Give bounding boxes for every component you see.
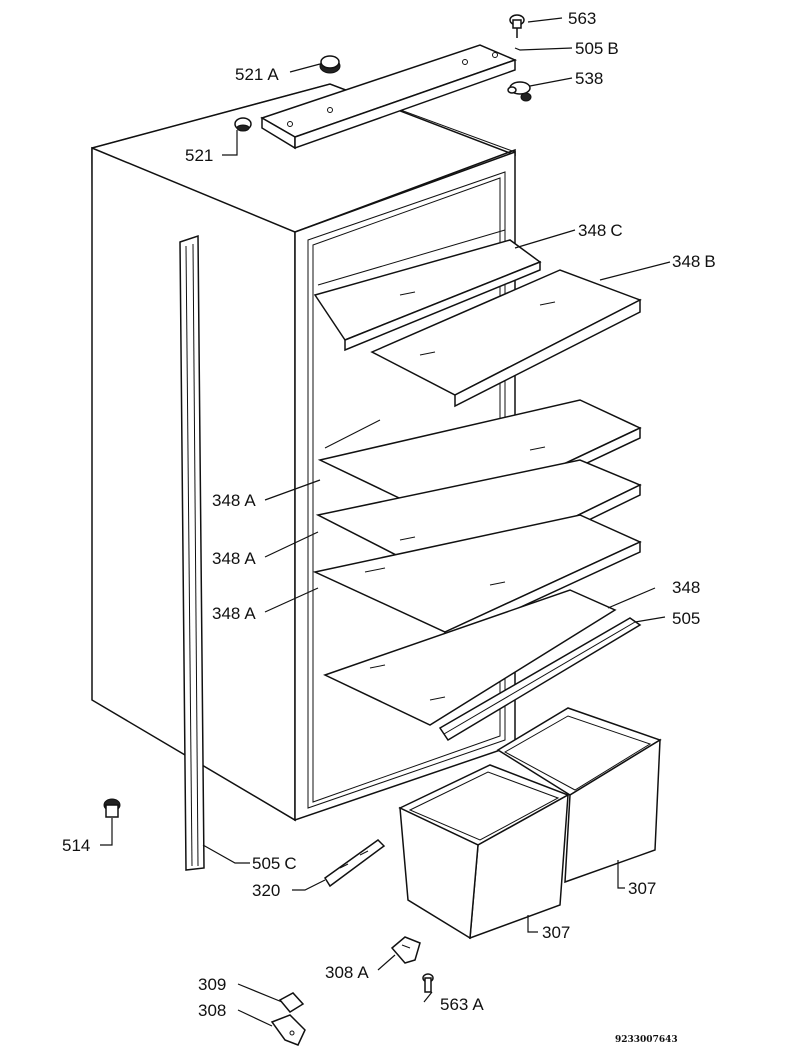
label-563: 563 bbox=[568, 9, 596, 28]
label-521: 521 bbox=[185, 146, 213, 165]
label-307-left: 307 bbox=[542, 923, 570, 942]
cap-521 bbox=[234, 117, 252, 132]
cap-521a bbox=[319, 55, 341, 74]
label-538: 538 bbox=[575, 69, 603, 88]
shelf-348b bbox=[370, 269, 642, 408]
top-hinge-plate bbox=[260, 44, 518, 150]
cover-309 bbox=[278, 992, 305, 1013]
hinge-pin-538 bbox=[507, 81, 532, 102]
label-308: 308 bbox=[198, 1001, 226, 1020]
crisper-drawer-left bbox=[398, 764, 570, 940]
glass-plate-348 bbox=[323, 589, 617, 726]
bracket-320 bbox=[323, 839, 386, 888]
label-348: 348 bbox=[672, 578, 700, 597]
crisper-drawer-right bbox=[496, 707, 662, 884]
trim-strip-505 bbox=[438, 617, 642, 742]
label-514: 514 bbox=[62, 836, 90, 855]
label-307-right: 307 bbox=[628, 879, 656, 898]
screw-563 bbox=[509, 14, 525, 38]
label-309: 309 bbox=[198, 975, 226, 994]
hinge-308a bbox=[390, 936, 421, 964]
drawing-code: 9233007643 bbox=[615, 1035, 678, 1045]
label-320: 320 bbox=[252, 881, 280, 900]
hinge-308 bbox=[270, 1014, 306, 1046]
door-seal-strip bbox=[179, 234, 205, 871]
label-505: 505 bbox=[672, 609, 700, 628]
leader-lines bbox=[100, 17, 671, 1027]
shelf-348c bbox=[313, 229, 542, 352]
foot-514 bbox=[103, 798, 121, 818]
screw-563a bbox=[422, 973, 434, 993]
